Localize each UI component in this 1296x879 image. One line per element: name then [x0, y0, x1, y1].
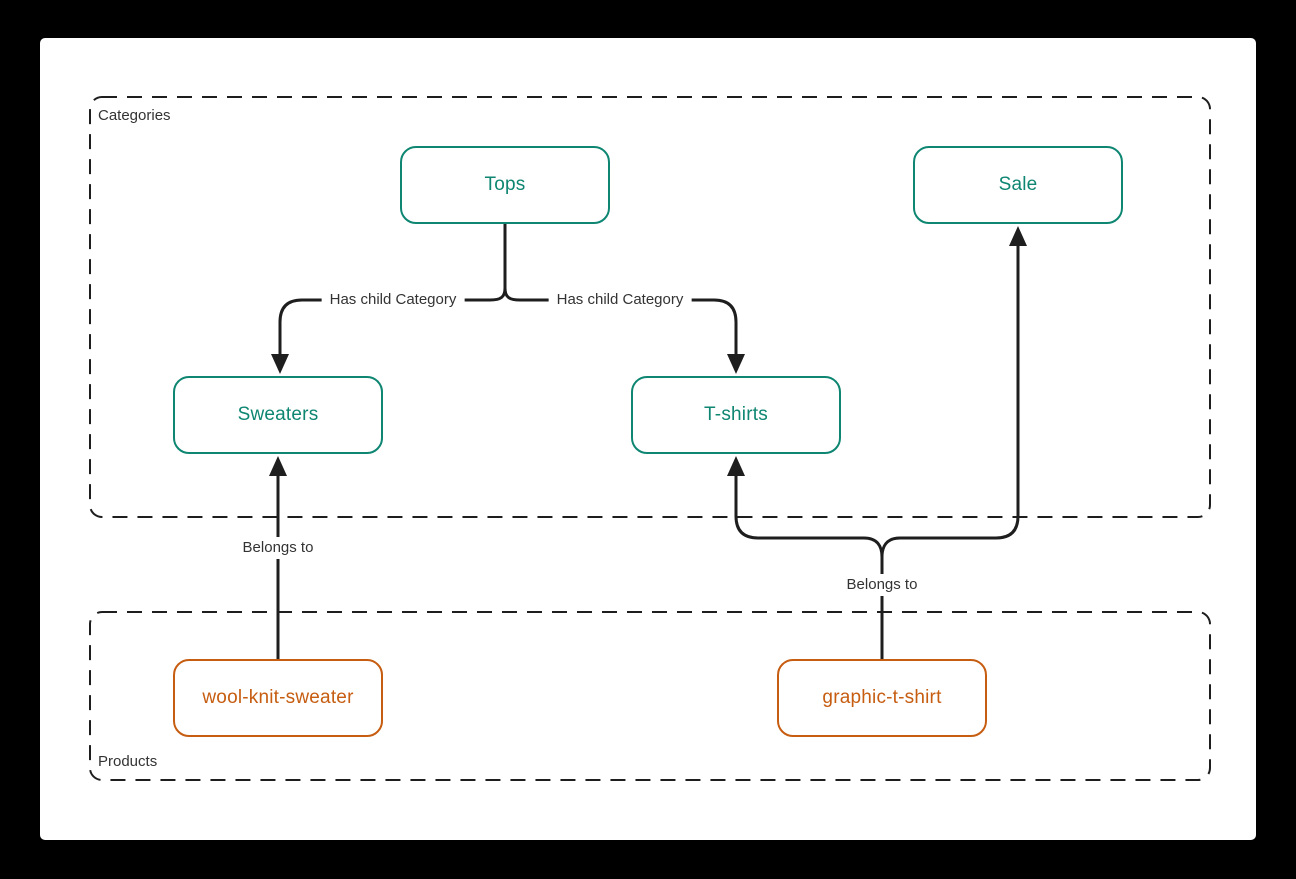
node-tops-label: Tops [484, 174, 526, 195]
edge-label-has-child-category-left: Has child Category [321, 289, 465, 311]
node-sale: Sale [913, 146, 1123, 224]
node-wool-knit-sweater-label: wool-knit-sweater [202, 687, 354, 708]
node-sweaters-label: Sweaters [237, 404, 319, 425]
edge-label-belongs-to-right: Belongs to [838, 574, 926, 596]
diagram-canvas: Categories Products Tops Sale Sweaters T… [40, 38, 1256, 840]
node-graphic-t-shirt: graphic-t-shirt [777, 659, 987, 737]
edge-label-belongs-to-left: Belongs to [234, 537, 322, 559]
edge-graphic-sale [880, 246, 1020, 558]
node-tops: Tops [400, 146, 610, 224]
arrowhead-sweaters-bottom [269, 456, 287, 476]
node-wool-knit-sweater: wool-knit-sweater [173, 659, 383, 737]
node-graphic-t-shirt-label: graphic-t-shirt [822, 687, 942, 708]
edge-label-has-child-category-right: Has child Category [548, 289, 692, 311]
products-container-label: Products [94, 752, 162, 772]
arrowhead-tshirts-bottom [727, 456, 745, 476]
categories-container-label: Categories [94, 106, 175, 126]
node-tshirts-label: T-shirts [704, 404, 768, 425]
edge-graphic-tshirts [734, 476, 884, 558]
node-tshirts: T-shirts [631, 376, 841, 454]
node-sweaters: Sweaters [173, 376, 383, 454]
arrowhead-tshirts-top [727, 354, 745, 374]
arrowhead-sale-bottom [1009, 226, 1027, 246]
arrowhead-sweaters-top [271, 354, 289, 374]
node-sale-label: Sale [998, 174, 1038, 195]
